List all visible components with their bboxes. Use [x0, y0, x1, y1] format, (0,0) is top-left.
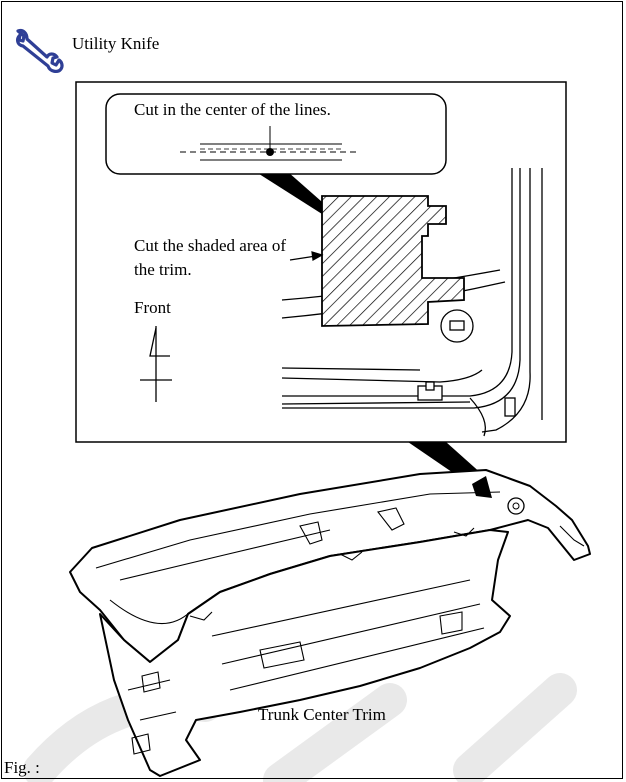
trunk-center-trim [69, 469, 591, 777]
trim-detail-lines [95, 491, 585, 755]
part-caption: Trunk Center Trim [258, 705, 386, 724]
shaded-trim-area [321, 195, 465, 327]
front-direction-arrow [140, 326, 172, 402]
cut-center-dot [266, 148, 274, 156]
body-clip-hole [440, 309, 474, 343]
tool-label: Utility Knife [72, 34, 160, 53]
callout-box [105, 93, 447, 175]
callout-instruction: Cut in the center of the lines. [134, 100, 331, 119]
body-clip-slot [504, 397, 516, 417]
front-label: Front [134, 298, 171, 317]
note-leader [289, 251, 324, 261]
trim-clip-hole [507, 497, 525, 515]
wrench-icon [16, 28, 64, 73]
shaded-area-note: Cut the shaded area of the trim. [134, 236, 286, 279]
callout-pointer [256, 172, 338, 216]
figure-label: Fig. : [4, 758, 40, 777]
trim-cut-marker [472, 476, 492, 498]
